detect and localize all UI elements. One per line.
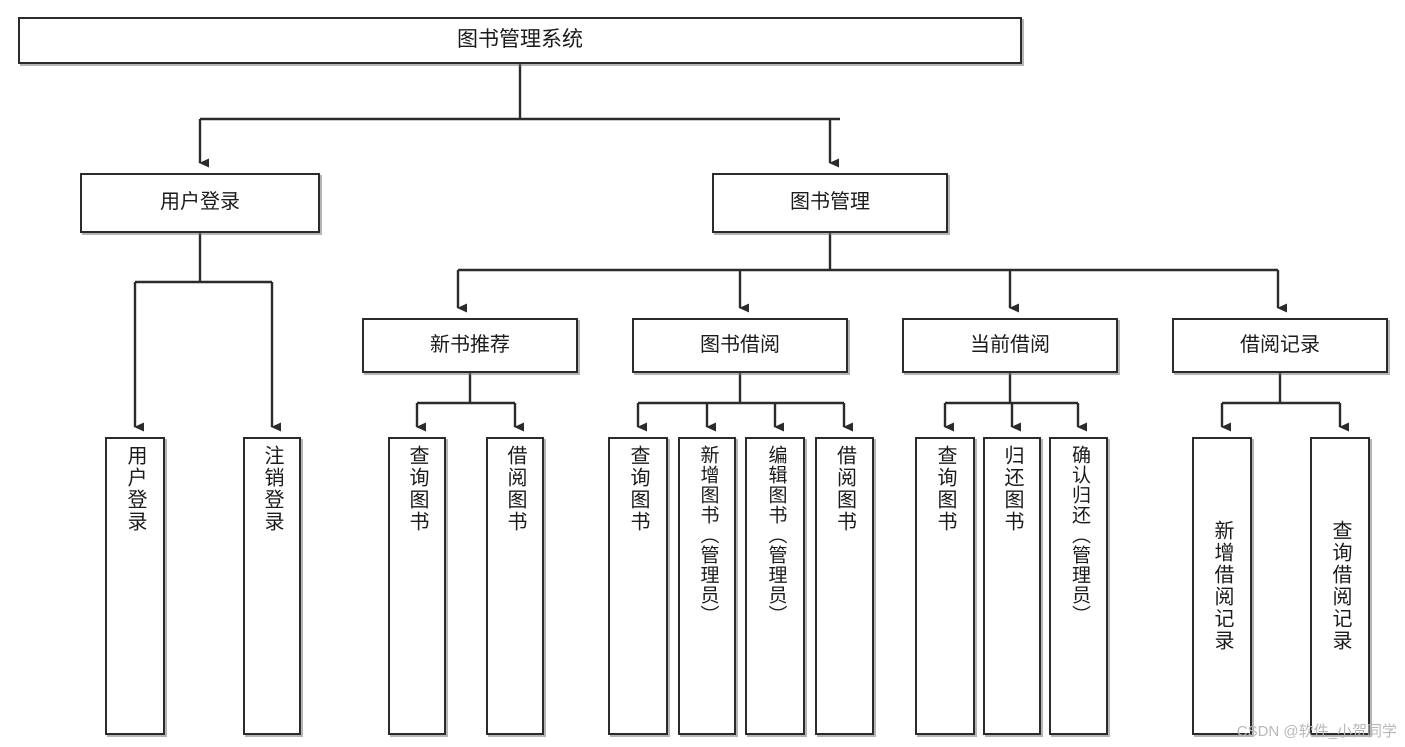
leaf-label: 查询图书 bbox=[406, 445, 428, 533]
node-book-management[interactable]: 图书管理 bbox=[712, 173, 948, 233]
leaf-query-books-current[interactable]: 查询图书 bbox=[915, 437, 975, 735]
node-book-borrow[interactable]: 图书借阅 bbox=[632, 318, 848, 373]
leaf-return-books[interactable]: 归还图书 bbox=[983, 437, 1041, 735]
leaf-borrow-books[interactable]: 借阅图书 bbox=[815, 437, 874, 735]
csdn-watermark: CSDN @软件_小贺同学 bbox=[1236, 723, 1397, 740]
leaf-borrow-books-recommend[interactable]: 借阅图书 bbox=[486, 437, 544, 735]
leaf-label: 编辑图书（管理员） bbox=[765, 445, 787, 625]
node-root[interactable]: 图书管理系统 bbox=[18, 17, 1022, 64]
node-user-login-label: 用户登录 bbox=[160, 191, 240, 214]
node-book-management-label: 图书管理 bbox=[790, 191, 870, 214]
leaf-label: 归还图书 bbox=[1001, 445, 1023, 533]
leaf-label: 借阅图书 bbox=[833, 445, 856, 533]
leaf-user-login[interactable]: 用户登录 bbox=[105, 437, 165, 735]
leaf-query-borrow-record[interactable]: 查询借阅记录 bbox=[1310, 437, 1370, 735]
leaf-label: 查询图书 bbox=[934, 445, 956, 533]
node-borrow-records[interactable]: 借阅记录 bbox=[1172, 318, 1388, 373]
node-user-login[interactable]: 用户登录 bbox=[80, 173, 320, 233]
node-current-borrow[interactable]: 当前借阅 bbox=[902, 318, 1118, 373]
leaf-label: 查询借阅记录 bbox=[1329, 520, 1351, 652]
leaf-label: 注销登录 bbox=[261, 445, 283, 533]
leaf-label: 借阅图书 bbox=[504, 445, 526, 533]
leaf-logout-login[interactable]: 注销登录 bbox=[243, 437, 301, 735]
leaf-confirm-return-admin[interactable]: 确认归还（管理员） bbox=[1049, 437, 1108, 735]
node-root-label: 图书管理系统 bbox=[457, 28, 583, 52]
node-new-book-recommend[interactable]: 新书推荐 bbox=[362, 318, 578, 373]
leaf-label: 新增借阅记录 bbox=[1211, 520, 1233, 652]
leaf-label: 新增图书（管理员） bbox=[697, 445, 719, 625]
leaf-add-borrow-record[interactable]: 新增借阅记录 bbox=[1192, 437, 1252, 735]
leaf-add-book-admin[interactable]: 新增图书（管理员） bbox=[678, 437, 736, 735]
leaf-query-books-recommend[interactable]: 查询图书 bbox=[388, 437, 446, 735]
leaf-label: 确认归还（管理员） bbox=[1068, 445, 1090, 625]
leaf-edit-book-admin[interactable]: 编辑图书（管理员） bbox=[745, 437, 805, 735]
node-borrow-records-label: 借阅记录 bbox=[1240, 333, 1320, 356]
node-book-borrow-label: 图书借阅 bbox=[700, 333, 780, 356]
leaf-label: 用户登录 bbox=[124, 445, 146, 533]
leaf-label: 查询图书 bbox=[627, 445, 649, 533]
node-current-borrow-label: 当前借阅 bbox=[970, 333, 1050, 356]
leaf-query-books-borrow[interactable]: 查询图书 bbox=[608, 437, 668, 735]
node-new-book-recommend-label: 新书推荐 bbox=[430, 333, 510, 356]
